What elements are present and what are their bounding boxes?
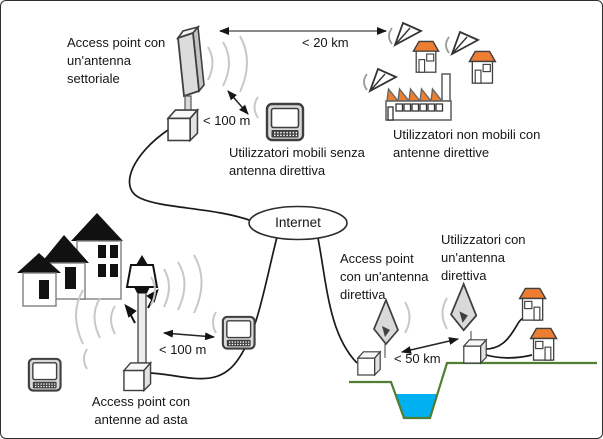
directive-ap-antenna-icon: [373, 299, 399, 358]
arrow-50km: [401, 337, 459, 354]
internet-label: Internet: [275, 215, 321, 230]
river-water: [395, 394, 438, 417]
dish-antenna-icon-2: [445, 31, 479, 55]
factory-icon: [385, 73, 452, 121]
terrain: [349, 361, 597, 420]
house-icon-2: [468, 50, 497, 84]
arrow-100m-bottom: [163, 329, 215, 341]
internet-cloud: [248, 205, 348, 241]
orange-roof-buildings: [385, 40, 558, 361]
cable-box-to-house-upper: [482, 317, 524, 350]
fixed-users-label: Utilizzatori non mobili con antenne dire…: [393, 127, 541, 160]
dish-antenna-icon-1: [388, 22, 422, 46]
cable-internet-to-mast-ap: [149, 236, 278, 380]
dish-antenna-icon-3: [363, 68, 397, 92]
ap-directive-label: Access point con un'antenna direttiva: [340, 251, 429, 302]
ap-sectorial-label: Access point con un'antenna settoriale: [67, 35, 166, 86]
directive-ap-box-icon: [357, 351, 381, 376]
ap-asta-label: Access point con antenne ad asta: [91, 394, 191, 427]
sector-antenna-icon: [175, 25, 205, 112]
house-icon-4: [529, 327, 558, 361]
distance-50km-label: < 50 km: [394, 351, 441, 366]
distance-100m-bottom-label: < 100 m: [159, 342, 207, 357]
ground-line: [349, 361, 597, 420]
mast-wave-arcs: [75, 254, 217, 370]
network-cables: [128, 129, 533, 380]
users-box-icon: [463, 339, 487, 364]
cable-sector-ap-to-internet: [128, 129, 253, 222]
directive-wave-arcs: [404, 297, 448, 334]
mobile-terminal-icon-right: [221, 315, 256, 350]
users-directive-label: Utilizzatori con un'antenna direttiva: [441, 232, 526, 283]
distance-100m-top-label: < 100 m: [203, 113, 251, 128]
cable-internet-to-directive-ap: [317, 237, 358, 364]
sector-ap-box-icon: [167, 109, 199, 142]
distance-20km-label: < 20 km: [302, 35, 349, 50]
sector-wave-arcs: [207, 35, 259, 119]
mobile-users-label: Utilizzatori mobili senza antenna dirett…: [229, 145, 365, 178]
mobile-terminal-icon-top: [265, 102, 305, 142]
village-houses-icon: [17, 213, 123, 307]
users-dish-antenna-icon: [450, 283, 478, 347]
arrow-100m-top: [227, 90, 249, 115]
mast-antenna-icon: [124, 255, 159, 364]
mobile-terminal-icon-left: [27, 357, 62, 392]
cable-box-to-house-lower: [482, 353, 533, 359]
house-icon-3: [518, 287, 547, 321]
house-icon-1: [412, 40, 440, 73]
mast-ap-box-icon: [123, 362, 152, 392]
